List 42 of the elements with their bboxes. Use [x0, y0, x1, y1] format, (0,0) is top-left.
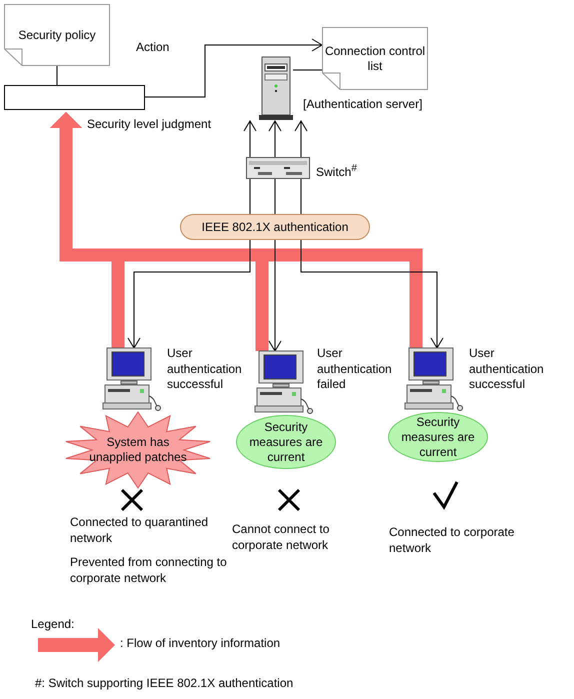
node-text: System has unapplied patches: [88, 435, 188, 465]
caption-text: Switch$^{#}$: [316, 162, 358, 181]
connector-line: [274, 178, 276, 214]
caption-text: [Authentication server]: [303, 97, 424, 113]
note-text: Security level judgment: [87, 117, 212, 133]
legend-text: : Flow of inventory information: [120, 636, 280, 652]
ellipse-shape: [388, 412, 488, 462]
arrow: [128, 240, 250, 348]
caption-text: User authentication successful: [469, 346, 545, 393]
note-text: Connected to quarantined network: [70, 515, 210, 546]
starburst-shape: [64, 412, 212, 488]
arrow: [144, 38, 322, 98]
process-box: [4, 85, 145, 110]
arrow: [300, 240, 444, 348]
connector-line: [300, 178, 302, 214]
note-text: Connected to corporate network: [389, 525, 516, 556]
computer-drawing: [255, 351, 313, 414]
caption-text: User authentication successful: [167, 346, 243, 393]
footnote-text: #: Switch supporting IEEE 802.1X authentication: [35, 676, 294, 692]
note-text: Cannot connect to corporate network: [232, 522, 330, 554]
arrow: [268, 120, 282, 158]
note-text: Prevented from connecting to corporate network: [70, 555, 228, 586]
legend-title: Legend:: [31, 617, 76, 633]
node-text: IEEE 802.1X authentication: [202, 220, 348, 234]
document-box: [4, 4, 110, 66]
node-text: Security policy: [18, 28, 96, 42]
flow-arrow: [50, 112, 422, 348]
ellipse-shape: [236, 415, 336, 469]
arrow: [294, 120, 308, 158]
node-text: Security measures are current: [400, 414, 476, 460]
network-switch-drawing: [246, 157, 310, 179]
document-box: [322, 27, 428, 90]
server-drawing: [259, 57, 293, 121]
caption-text: User authentication failed: [317, 346, 393, 393]
computer-drawing: [405, 348, 463, 411]
arrow: [244, 120, 256, 158]
computer-drawing: [103, 348, 161, 411]
connector-line: [56, 66, 58, 86]
rounded-label-box: [180, 214, 370, 240]
node-text: Connection control list: [324, 44, 426, 74]
node-text: Security measures are current: [248, 420, 324, 464]
arrow: [268, 240, 282, 352]
